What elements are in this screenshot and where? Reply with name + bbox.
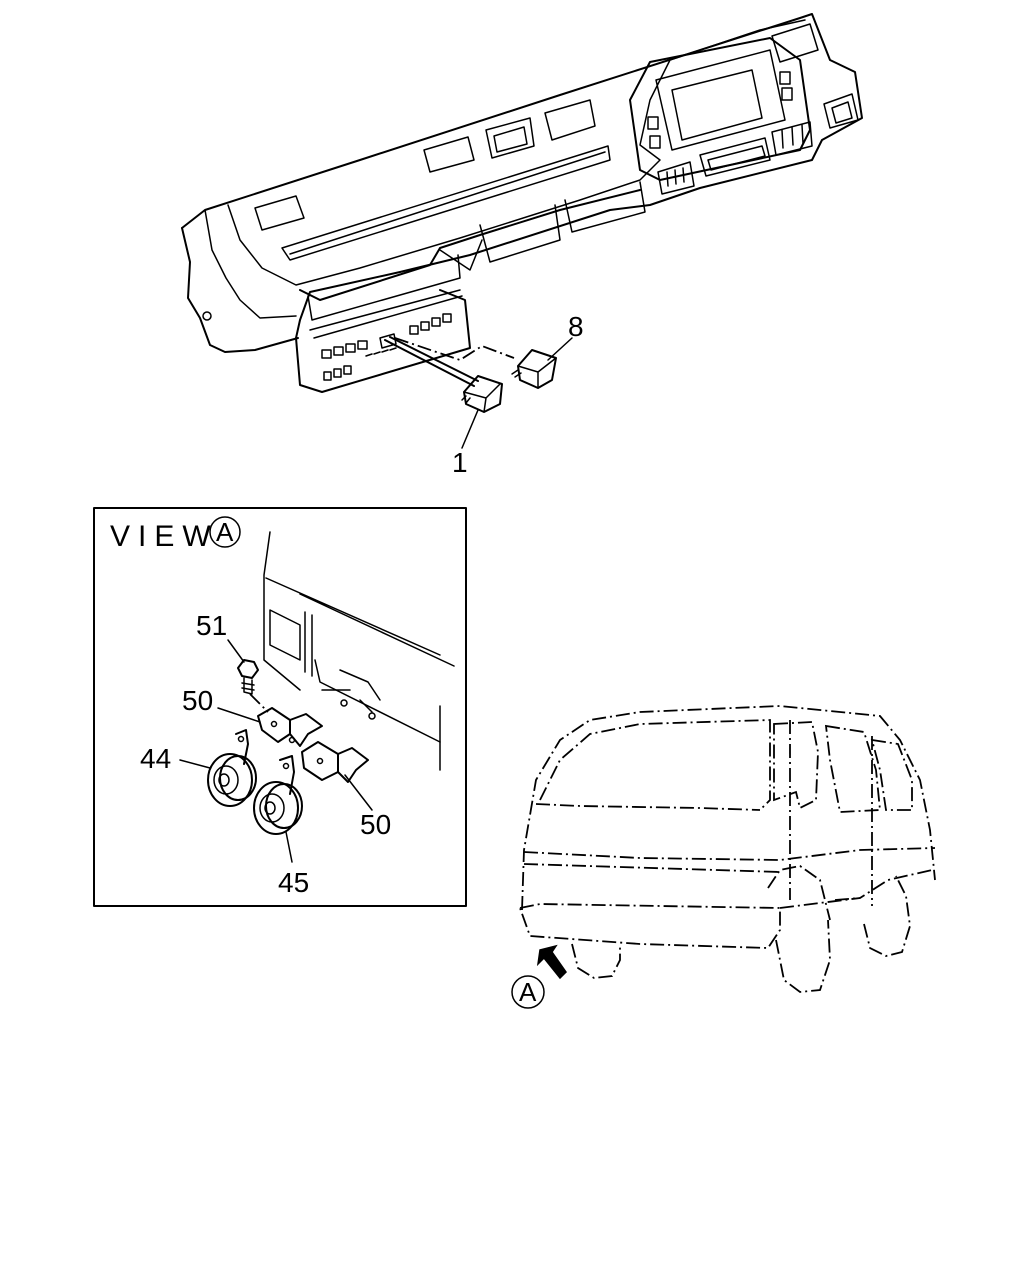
dashboard-assembly bbox=[181, 13, 863, 449]
callout-50-lower: 50 bbox=[360, 809, 391, 840]
van-marker-letter: A bbox=[519, 977, 537, 1007]
callout-8: 8 bbox=[568, 311, 584, 342]
view-a-panel: VIEW A bbox=[93, 507, 467, 907]
bracket-50-lower bbox=[301, 741, 373, 811]
view-a-title: VIEW bbox=[110, 520, 219, 553]
view-a-marker-circle bbox=[209, 516, 241, 548]
callout-1: 1 bbox=[452, 447, 468, 478]
callout-51: 51 bbox=[196, 610, 227, 641]
van-rear-view bbox=[518, 705, 936, 993]
horn-45 bbox=[253, 755, 303, 863]
callout-50-upper: 50 bbox=[182, 685, 213, 716]
callout-44: 44 bbox=[140, 743, 171, 774]
horn-44 bbox=[179, 729, 257, 807]
bolt-51 bbox=[227, 639, 269, 713]
view-a-marker-letter: A bbox=[216, 517, 234, 547]
bracket-50-upper bbox=[217, 707, 323, 747]
view-a-frame bbox=[93, 507, 467, 907]
van-marker-circle bbox=[511, 975, 545, 1009]
callout-45: 45 bbox=[278, 867, 309, 898]
